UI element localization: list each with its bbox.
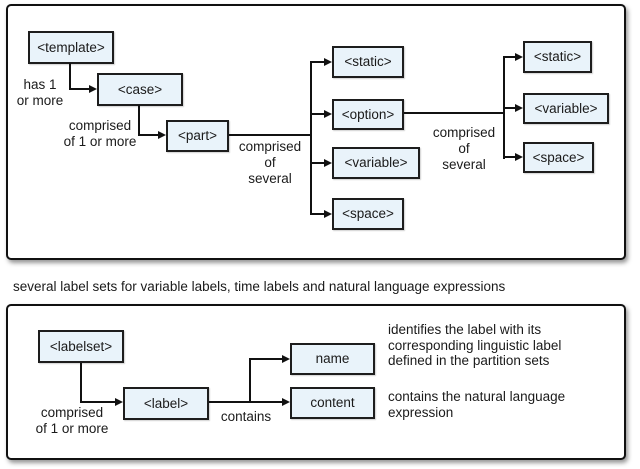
node-static-1-label: <static> [344, 54, 392, 70]
edge-line [69, 63, 71, 90]
edge-line [138, 134, 159, 136]
node-static-1: <static> [332, 46, 404, 78]
node-labelset-label: <labelset> [49, 338, 113, 354]
arrowhead-icon [158, 131, 166, 139]
edge-line [249, 358, 251, 403]
edge-line [69, 88, 90, 90]
node-variable-1-label: <variable> [344, 155, 408, 171]
node-static-2-label: <static> [533, 49, 582, 65]
edge-line [310, 61, 325, 63]
node-content: content [290, 387, 375, 419]
edge-line [404, 112, 505, 114]
arrowhead-icon [282, 355, 290, 363]
arrowhead-icon [515, 153, 523, 161]
edge-line [310, 213, 325, 215]
node-static-2: <static> [523, 41, 592, 73]
node-template: <template> [28, 31, 114, 64]
node-option-label: <option> [341, 106, 395, 122]
edge-label-comprised-of-several-1: comprised of several [238, 139, 302, 186]
node-space-2-label: <space> [532, 149, 585, 165]
node-label-label: <label> [143, 395, 189, 411]
edge-label-comprised-of-1-or-more: comprised of 1 or more [63, 118, 137, 149]
node-case-label: <case> [117, 81, 163, 97]
node-labelset: <labelset> [38, 330, 124, 363]
edge-label-comprised-of-1-or-more-bottom: comprised of 1 or more [35, 405, 109, 436]
edge-line [310, 162, 325, 164]
node-content-label: content [310, 395, 355, 411]
arrowhead-icon [324, 110, 332, 118]
edge-line [80, 401, 116, 403]
node-variable-1: <variable> [332, 147, 420, 179]
edge-line [138, 105, 140, 136]
node-template-label: <template> [37, 39, 105, 55]
node-case: <case> [97, 73, 183, 106]
arrowhead-icon [515, 53, 523, 61]
arrowhead-icon [324, 159, 332, 167]
node-space-2: <space> [523, 142, 594, 173]
edge-line [310, 113, 325, 115]
edge-line [209, 401, 251, 403]
node-part-label: <part> [177, 128, 218, 144]
arrowhead-icon [89, 85, 97, 93]
node-option: <option> [332, 99, 404, 130]
node-space-1: <space> [332, 198, 404, 230]
arrowhead-icon [115, 398, 123, 406]
edge-line [229, 134, 312, 136]
arrowhead-icon [324, 58, 332, 66]
node-name-label: name [315, 351, 350, 367]
edge-label-comprised-of-several-2: comprised of several [432, 125, 496, 172]
edge-label-has-1-or-more: has 1 or more [16, 77, 64, 108]
node-name: name [290, 343, 375, 375]
arrowhead-icon [515, 104, 523, 112]
annotation-content-note: contains the natural language expression [388, 389, 566, 420]
node-variable-2: <variable> [523, 93, 609, 124]
caption-between-panels: several label sets for variable labels, … [13, 279, 506, 294]
arrowhead-icon [282, 398, 290, 406]
edge-line [251, 401, 283, 403]
node-variable-2-label: <variable> [534, 100, 598, 116]
node-part: <part> [166, 120, 229, 152]
edge-line [310, 61, 312, 215]
edge-label-contains: contains [220, 409, 272, 424]
node-label: <label> [123, 387, 209, 420]
edge-line [503, 156, 516, 158]
arrowhead-icon [324, 210, 332, 218]
edge-line [249, 358, 283, 360]
node-space-1-label: <space> [342, 206, 394, 222]
edge-line [80, 363, 82, 403]
edge-line [503, 107, 516, 109]
annotation-name-note: identifies the label with its correspond… [388, 322, 562, 368]
edge-line [503, 56, 516, 58]
